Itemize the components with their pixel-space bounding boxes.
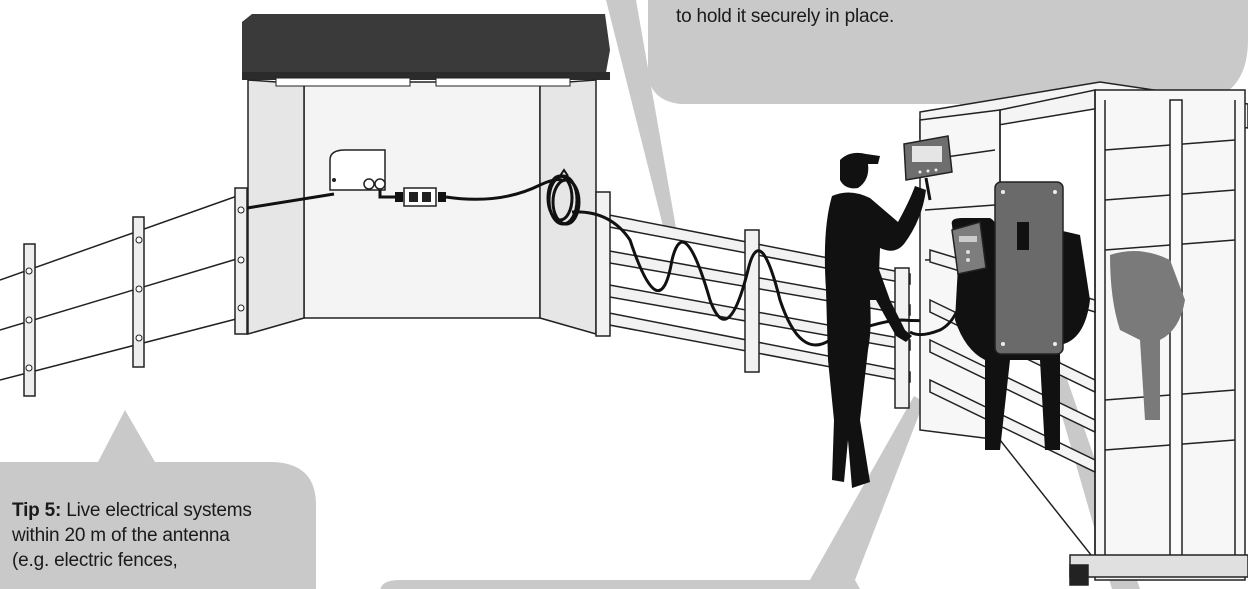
eid-reader — [951, 221, 987, 275]
cable-coil — [546, 168, 581, 226]
weigh-indicator — [903, 135, 953, 201]
tip5-line2: within 20 m of the antenna — [12, 525, 230, 546]
electric-fence — [0, 187, 248, 397]
power-outlet — [378, 187, 446, 207]
top-callout-bubble — [606, 0, 1248, 230]
cable-along-fence — [571, 210, 960, 347]
tip5-callout-bubble — [0, 410, 316, 589]
shed — [242, 14, 610, 335]
tip5-text: Tip 5: Live electrical systems within 20… — [12, 498, 312, 573]
tip5-label: Tip 5: — [12, 500, 62, 521]
reader-cable — [909, 279, 967, 337]
person-silhouette — [824, 152, 926, 488]
fence-energiser — [329, 149, 386, 191]
tip5-line1: Live electrical systems — [61, 500, 252, 521]
top-callout-text: to hold it securely in place. — [676, 6, 895, 27]
panel-antenna — [994, 181, 1064, 355]
tip5-line3: (e.g. electric fences, — [12, 550, 178, 571]
